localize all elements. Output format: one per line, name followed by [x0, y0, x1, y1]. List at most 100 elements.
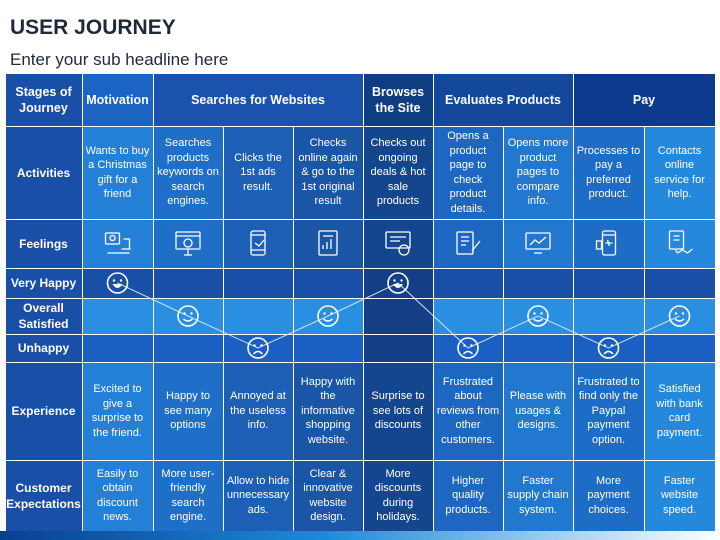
- row-label-expectations-text: Customer Expectations: [6, 480, 81, 511]
- expectation-cell: Easily to obtain discount news.: [82, 460, 153, 531]
- stage-evaluates-products: Evaluates Products: [433, 73, 573, 126]
- expectation-cell: More user-friendly search engine.: [153, 460, 223, 531]
- header-stages-of-journey-text: Stages of Journey: [15, 84, 72, 115]
- feeling-icon-cell: [503, 219, 573, 268]
- feeling-icon-cell: [644, 219, 715, 268]
- expectation-cell-text: More payment choices.: [587, 474, 630, 516]
- activity-cell-text: Opens a product page to check product de…: [447, 130, 489, 215]
- activity-cell: Clicks the 1st ads result.: [223, 126, 293, 219]
- activity-cell: Processes to pay a preferred product.: [573, 126, 644, 219]
- row-label-expectations: Customer Expectations: [5, 460, 82, 531]
- stage-searches-for-websites: Searches for Websites: [153, 73, 363, 126]
- expectation-cell-text: Clear & innovative website design.: [303, 467, 353, 524]
- emotion-cell-unhappy: [644, 334, 715, 362]
- experience-cell-text: Happy with the informative shopping webs…: [300, 375, 356, 446]
- stage-searches-for-websites-text: Searches for Websites: [191, 92, 325, 107]
- row-label-activities: Activities: [5, 126, 82, 219]
- satisfied-face-icon: [668, 305, 691, 327]
- expectation-cell: Faster supply chain system.: [503, 460, 573, 531]
- expectation-cell: More payment choices.: [573, 460, 644, 531]
- product-details-checklist-icon: [456, 231, 481, 255]
- emotion-cell-overall-satisfied: [433, 298, 503, 334]
- unhappy-face-icon: [597, 337, 620, 359]
- experience-cell-text: Frustrated about reviews from other cust…: [436, 375, 500, 446]
- feeling-icon-cell: [153, 219, 223, 268]
- experience-cell-text: Please with usages & designs.: [509, 390, 567, 432]
- very-happy-face-icon: [106, 272, 129, 294]
- emotion-cell-unhappy: [293, 334, 363, 362]
- unhappy-face-icon: [247, 337, 269, 359]
- emotion-cell-unhappy: [363, 334, 433, 362]
- stage-pay: Pay: [573, 73, 715, 126]
- activity-cell: Opens more product pages to compare info…: [503, 126, 573, 219]
- page-subtitle: Enter your sub headline here: [10, 50, 229, 69]
- expectation-cell-text: More discounts during holidays.: [374, 467, 422, 524]
- mobile-tap-ad-icon: [250, 230, 266, 256]
- feeling-icon-cell: [223, 219, 293, 268]
- satisfied-face-icon: [527, 305, 549, 327]
- compare-info-screen-icon: [525, 232, 551, 254]
- activity-cell: Opens a product page to check product de…: [433, 126, 503, 219]
- experience-cell-text: Satisfied with bank card payment.: [656, 383, 703, 439]
- experience-cell: Excited to give a surprise to the friend…: [82, 362, 153, 460]
- row-label-very-happy-text: Very Happy: [10, 276, 77, 290]
- emotion-cell-very-happy: [433, 268, 503, 298]
- emotion-cell-unhappy: [82, 334, 153, 362]
- emotion-cell-very-happy: [223, 268, 293, 298]
- expectation-cell-text: More user-friendly search engine.: [161, 467, 215, 524]
- row-label-unhappy: Unhappy: [5, 334, 82, 362]
- experience-cell: Happy to see many options: [153, 362, 223, 460]
- activity-cell-text: Checks out ongoing deals & hot sale prod…: [370, 137, 426, 208]
- stage-motivation-text: Motivation: [86, 92, 149, 107]
- stage-pay-text: Pay: [632, 92, 656, 107]
- sale-tag-screen-icon: [385, 231, 411, 256]
- browser-search-icon: [175, 231, 201, 256]
- online-support-handshake-icon: [668, 230, 693, 254]
- activity-cell: Checks online again & go to the 1st orig…: [293, 126, 363, 219]
- experience-cell-text: Surprise to see lots of discounts: [371, 390, 425, 432]
- experience-cell-text: Happy to see many options: [164, 390, 212, 432]
- activity-cell-text: Searches products keywords on search eng…: [157, 137, 219, 208]
- row-label-feelings: Feelings: [5, 219, 82, 268]
- expectation-cell: Higher quality products.: [433, 460, 503, 531]
- row-label-overall-satisfied-text: Overall Satisfied: [18, 301, 69, 331]
- feeling-icon-cell: [433, 219, 503, 268]
- feeling-icon-cell: [293, 219, 363, 268]
- experience-cell: Surprise to see lots of discounts: [363, 362, 433, 460]
- emotion-cell-very-happy: [644, 268, 715, 298]
- page-title: USER JOURNEY: [10, 16, 176, 39]
- expectation-cell-text: Easily to obtain discount news.: [96, 467, 139, 524]
- expectation-cell: Faster website speed.: [644, 460, 715, 531]
- emotion-cell-overall-satisfied: [573, 298, 644, 334]
- stage-evaluates-products-text: Evaluates Products: [444, 92, 561, 107]
- expectation-cell-text: Higher quality products.: [445, 474, 491, 516]
- stage-browses-the-site-text: Browses the Site: [371, 84, 425, 115]
- header-stages-of-journey: Stages of Journey: [5, 73, 82, 126]
- experience-cell: Happy with the informative shopping webs…: [293, 362, 363, 460]
- row-label-overall-satisfied: Overall Satisfied: [5, 298, 82, 334]
- emotion-cell-unhappy: [153, 334, 223, 362]
- activity-cell: Contacts online service for help.: [644, 126, 715, 219]
- expectation-cell: More discounts during holidays.: [363, 460, 433, 531]
- emotion-cell-very-happy: [153, 268, 223, 298]
- shopping-cart-desk-icon: [104, 232, 131, 254]
- experience-cell: Please with usages & designs.: [503, 362, 573, 460]
- expectation-cell-text: Faster website speed.: [660, 474, 699, 516]
- experience-cell-text: Excited to give a surprise to the friend…: [91, 383, 144, 439]
- activity-cell-text: Contacts online service for help.: [654, 144, 705, 201]
- satisfied-face-icon: [317, 305, 339, 327]
- activity-cell-text: Processes to pay a preferred product.: [576, 144, 641, 201]
- report-document-icon: [318, 230, 338, 256]
- experience-cell-text: Frustrated to find only the Paypal payme…: [577, 375, 640, 446]
- row-label-very-happy: Very Happy: [5, 268, 82, 298]
- satisfied-face-icon: [177, 305, 199, 327]
- emotion-cell-unhappy: [503, 334, 573, 362]
- feeling-icon-cell: [363, 219, 433, 268]
- very-happy-face-icon: [387, 272, 409, 294]
- expectation-cell-text: Faster supply chain system.: [507, 474, 569, 516]
- emotion-curve: [117, 282, 680, 349]
- activity-cell-text: Clicks the 1st ads result.: [234, 151, 282, 193]
- experience-cell: Annoyed at the useless info.: [223, 362, 293, 460]
- row-label-activities-text: Activities: [16, 165, 71, 180]
